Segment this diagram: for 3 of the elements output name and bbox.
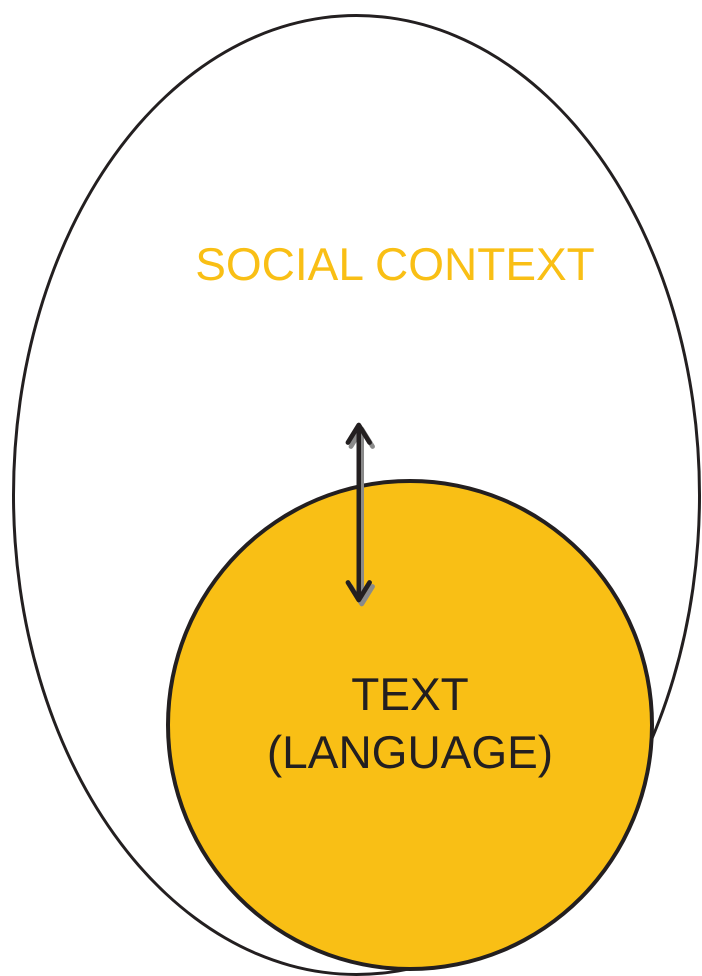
text-label: TEXT (LANGUAGE) [266,667,554,780]
double-arrow [346,422,375,606]
context-label: SOCIAL CONTEXT [194,239,596,290]
